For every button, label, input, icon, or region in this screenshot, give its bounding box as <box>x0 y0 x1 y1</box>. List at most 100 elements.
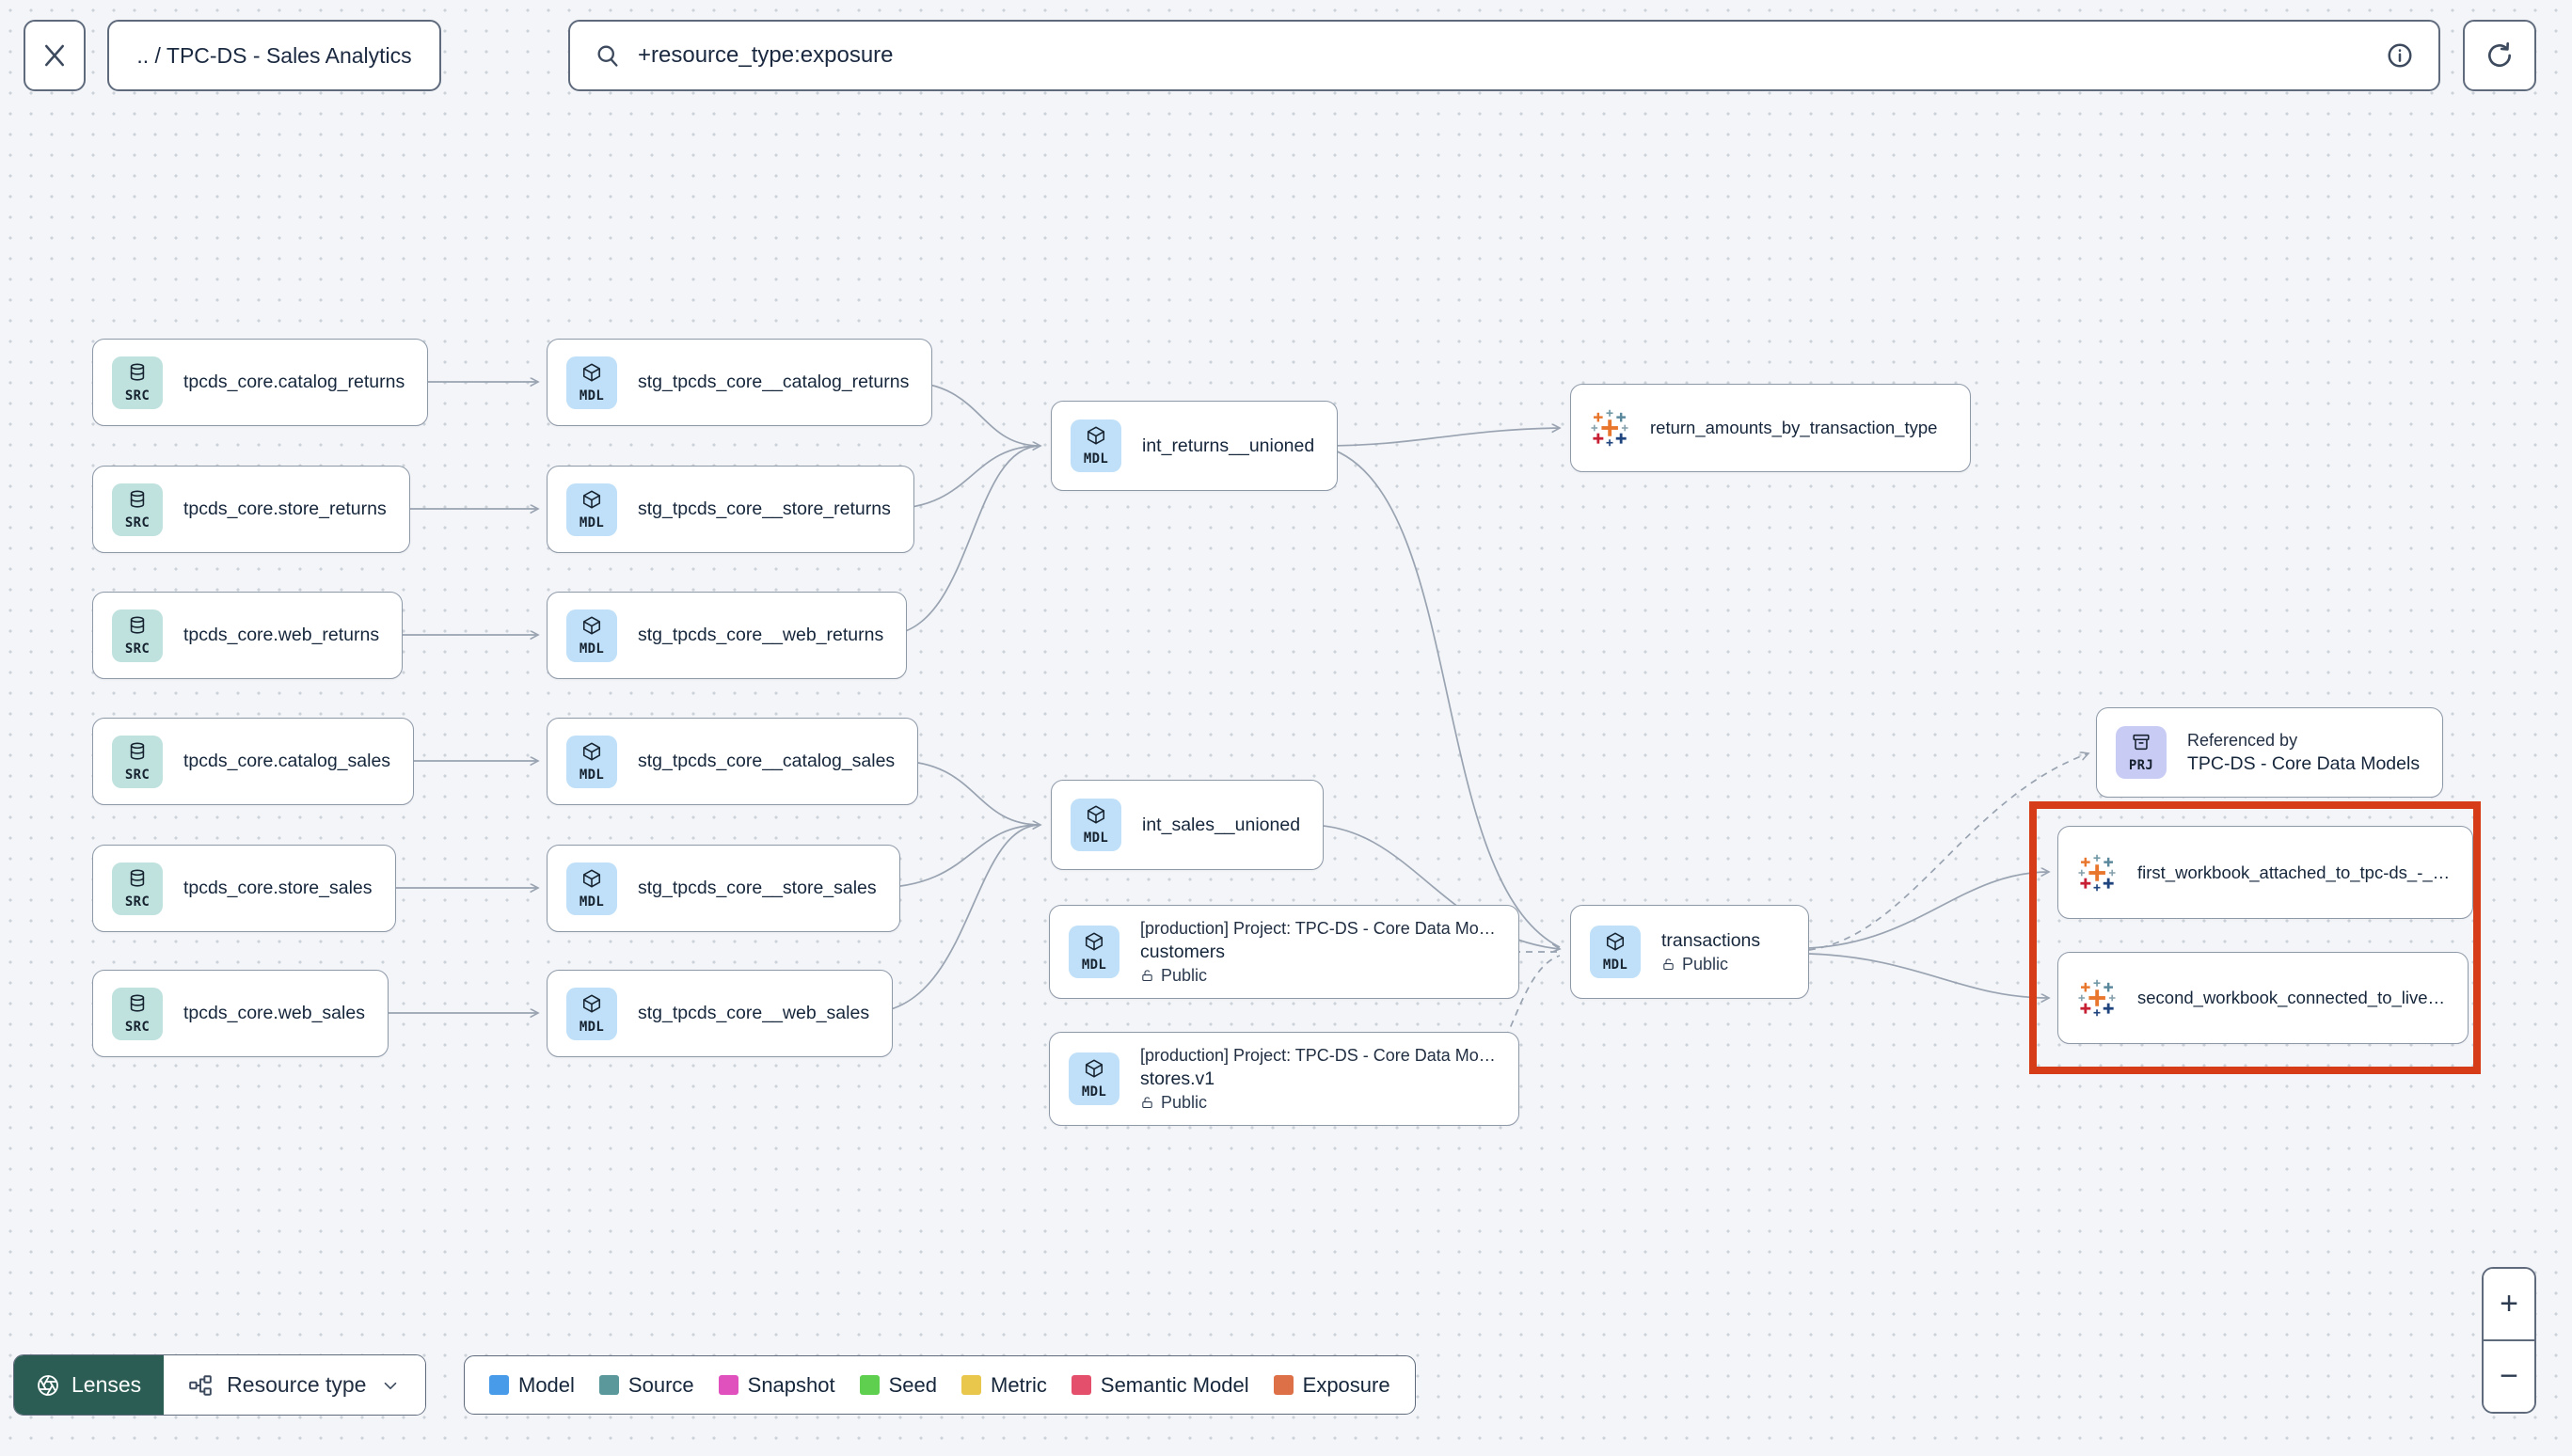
legend-label: Source <box>627 1372 694 1397</box>
cube-icon <box>581 993 602 1019</box>
resource-badge: MDL <box>579 1019 605 1035</box>
node-label: TPC-DS - Core Data Models <box>2187 752 2421 774</box>
database-icon <box>127 362 148 388</box>
node-label: stg_tpcds_core__store_returns <box>638 499 891 519</box>
refresh-button[interactable] <box>2463 20 2536 91</box>
resource-type-dropdown[interactable]: Resource type <box>164 1355 426 1415</box>
chevron-down-icon <box>385 1382 397 1389</box>
node-label: tpcds_core.catalog_sales <box>183 751 391 771</box>
source-badge-tile: SRC <box>112 609 163 662</box>
node-exp-return-amounts[interactable]: return_amounts_by_transaction_type <box>1570 384 1971 472</box>
legend-label: Exposure <box>1302 1372 1390 1397</box>
legend-item-model: Model <box>489 1373 575 1398</box>
lock-open-icon <box>1661 957 1675 973</box>
node-label: stores.v1 <box>1140 1068 1215 1089</box>
search-bar[interactable] <box>568 20 2440 91</box>
lineage-edge <box>1808 872 2049 949</box>
lock-open-icon <box>1140 1095 1154 1111</box>
model-badge-tile: MDL <box>566 356 617 409</box>
model-badge-tile: MDL <box>566 735 617 788</box>
model-badge-tile: MDL <box>566 862 617 915</box>
lenses-label: Lenses <box>71 1372 142 1397</box>
node-stg-store-returns[interactable]: MDL stg_tpcds_core__store_returns <box>547 466 914 553</box>
node-label: int_returns__unioned <box>1142 435 1315 456</box>
node-label: stg_tpcds_core__web_sales <box>638 1003 870 1023</box>
tableau-exposure-icon <box>2077 978 2117 1018</box>
legend-label: Semantic Model <box>1100 1372 1249 1397</box>
source-badge-tile: SRC <box>112 735 163 788</box>
lenses-button[interactable]: Lenses <box>14 1355 165 1415</box>
search-input[interactable] <box>638 42 2369 69</box>
cube-icon <box>581 489 602 514</box>
legend-item-exposure: Exposure <box>1273 1372 1390 1398</box>
resource-type-icon <box>189 1374 212 1396</box>
search-icon <box>597 45 618 67</box>
cube-icon <box>1086 425 1106 451</box>
resource-badge: MDL <box>1083 831 1109 846</box>
archive-icon <box>2131 732 2151 757</box>
legend-item-snapshot: Snapshot <box>718 1372 835 1398</box>
info-icon[interactable] <box>2386 41 2414 70</box>
model-badge-tile: MDL <box>566 483 617 536</box>
node-stg-web-sales[interactable]: MDL stg_tpcds_core__web_sales <box>547 970 894 1057</box>
node-label: stg_tpcds_core__catalog_sales <box>638 751 896 771</box>
node-label: return_amounts_by_transaction_type <box>1650 418 1938 437</box>
cube-icon <box>581 868 602 894</box>
lineage-edge <box>872 824 1041 889</box>
node-stores-v1[interactable]: MDL[production] Project: TPC-DS - Core D… <box>1049 1032 1519 1126</box>
node-label: transactions <box>1661 929 1761 951</box>
resource-badge: MDL <box>1602 957 1628 973</box>
database-icon <box>127 741 148 767</box>
database-icon <box>127 868 148 894</box>
legend-item-metric: Metric <box>961 1373 1047 1398</box>
cube-icon <box>1086 804 1106 830</box>
node-src-catalog-sales[interactable]: SRC tpcds_core.catalog_sales <box>92 718 415 805</box>
zoom-in-button[interactable]: + <box>2484 1269 2534 1341</box>
node-exp-first-workbook[interactable]: first_workbook_attached_to_tpc-ds_-_… <box>2057 826 2474 919</box>
node-header: Referenced by <box>2187 730 2298 750</box>
cube-icon <box>581 362 602 388</box>
resource-badge: SRC <box>124 894 151 910</box>
resource-badge: MDL <box>1081 1084 1107 1100</box>
node-label: first_workbook_attached_to_tpc-ds_-_… <box>2137 862 2451 882</box>
zoom-controls: + − <box>2482 1267 2536 1414</box>
legend-swatch <box>961 1375 981 1395</box>
database-icon <box>127 489 148 514</box>
model-badge-tile: MDL <box>1071 799 1121 851</box>
legend-label: Snapshot <box>747 1372 835 1397</box>
cube-icon <box>581 741 602 767</box>
database-icon <box>127 993 148 1019</box>
lineage-edge <box>865 824 1041 1014</box>
breadcrumb[interactable]: .. / TPC-DS - Sales Analytics <box>107 20 441 91</box>
lineage-edge <box>1320 428 1560 447</box>
zoom-out-button[interactable]: − <box>2484 1341 2534 1412</box>
resource-badge: SRC <box>124 767 151 783</box>
legend-label: Model <box>518 1372 575 1397</box>
node-exp-second-workbook[interactable]: second_workbook_connected_to_live… <box>2057 952 2469 1044</box>
tableau-exposure-icon <box>1590 408 1629 448</box>
legend-item-seed: Seed <box>859 1373 937 1398</box>
close-button[interactable] <box>24 20 86 91</box>
legend-swatch <box>1273 1375 1294 1395</box>
tableau-exposure-icon <box>2077 853 2117 893</box>
node-customers[interactable]: MDL[production] Project: TPC-DS - Core D… <box>1049 905 1519 999</box>
lineage-edge <box>1320 445 1561 948</box>
node-stg-catalog-sales[interactable]: MDL stg_tpcds_core__catalog_sales <box>547 718 919 805</box>
breadcrumb-label: .. / TPC-DS - Sales Analytics <box>136 42 412 68</box>
access-label: Public <box>1161 1092 1208 1112</box>
access-label: Public <box>1161 965 1208 985</box>
resource-badge: MDL <box>579 767 605 783</box>
